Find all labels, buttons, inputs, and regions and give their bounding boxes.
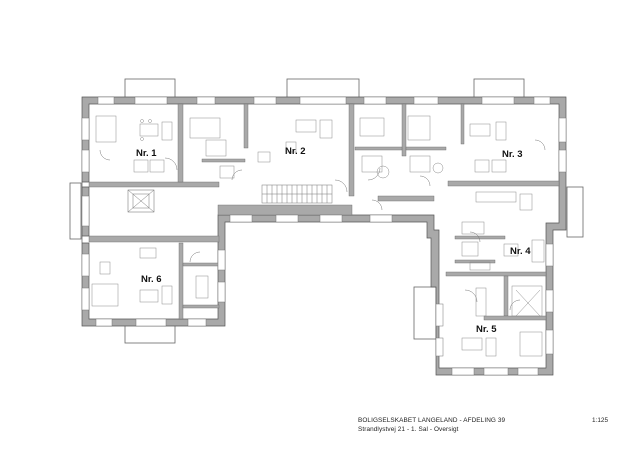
drawing-subtitle: Strandlystvej 21 - 1. Sal - Oversigt [358, 426, 459, 433]
windows [81, 96, 567, 376]
balcony-nr2 [286, 78, 360, 100]
entrance-step [413, 286, 437, 340]
unit-label-nr4: Nr. 4 [510, 246, 531, 257]
unit-label-nr6: Nr. 6 [141, 274, 162, 285]
elevator-shaft [127, 189, 155, 213]
balcony-nr3 [473, 78, 525, 100]
unit-label-nr5: Nr. 5 [476, 324, 497, 335]
stair-treads [266, 185, 328, 203]
bed-nr3 [407, 115, 431, 141]
bed-nr6 [91, 283, 119, 307]
unit-label-nr3: Nr. 3 [502, 149, 523, 160]
balcony-east [566, 186, 584, 238]
bed-nr1 [95, 115, 117, 143]
project-title: BOLIGSELSKABET LANGELAND - AFDELING 39 [358, 417, 506, 424]
doors [99, 139, 546, 311]
drawing-scale: 1:125 [592, 417, 608, 424]
dining-table-nr5 [461, 337, 483, 351]
dining-table-nr6 [139, 289, 159, 303]
dining-table-nr1 [139, 123, 159, 137]
bed-nr5 [519, 331, 543, 357]
interior-walls [88, 103, 560, 321]
title-block: BOLIGSELSKABET LANGELAND - AFDELING 39 S… [358, 417, 608, 441]
unit-label-nr1: Nr. 1 [136, 148, 157, 159]
bed-nr2-a [189, 117, 221, 139]
unit-label-nr2: Nr. 2 [285, 146, 306, 157]
staircase [127, 184, 333, 213]
balcony-west [69, 182, 82, 240]
dining-table-nr3 [469, 123, 491, 137]
kitchen-nr4 [475, 191, 517, 203]
dining-table-nr2 [295, 119, 317, 133]
furniture [91, 115, 545, 357]
balcony-nr1 [124, 78, 176, 100]
unit-labels: Nr. 1 Nr. 2 Nr. 3 Nr. 4 Nr. 5 Nr. 6 [136, 146, 531, 335]
